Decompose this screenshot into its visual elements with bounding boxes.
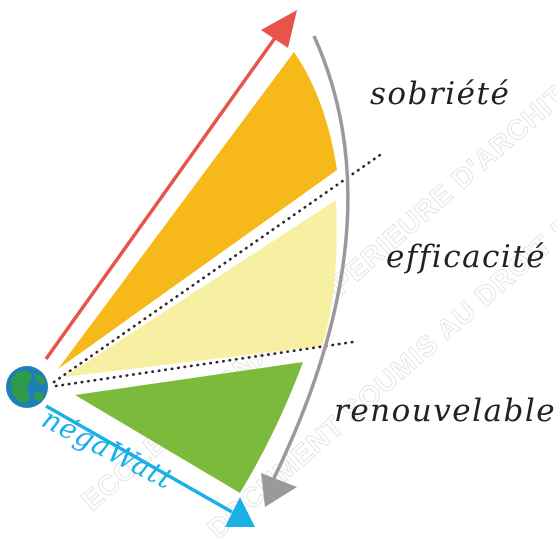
gray-arrowhead bbox=[261, 473, 297, 507]
blue-arrow bbox=[45, 404, 255, 527]
efficacite-wedge bbox=[64, 200, 337, 377]
red-arrow bbox=[44, 10, 297, 361]
separator-line-upper bbox=[52, 153, 382, 384]
renouvelables-wedge bbox=[75, 362, 303, 493]
label-efficacite: efficacité bbox=[386, 239, 546, 275]
label-renouvelables: renouvelables bbox=[334, 393, 556, 429]
sobriete-wedge bbox=[58, 52, 337, 369]
separator-line-lower bbox=[54, 340, 355, 388]
gray-arrow bbox=[261, 35, 350, 507]
red-arrowhead bbox=[261, 10, 297, 48]
blue-arrowhead bbox=[225, 497, 255, 527]
globe-icon bbox=[6, 366, 48, 408]
label-sobriete: sobriété bbox=[370, 76, 510, 112]
